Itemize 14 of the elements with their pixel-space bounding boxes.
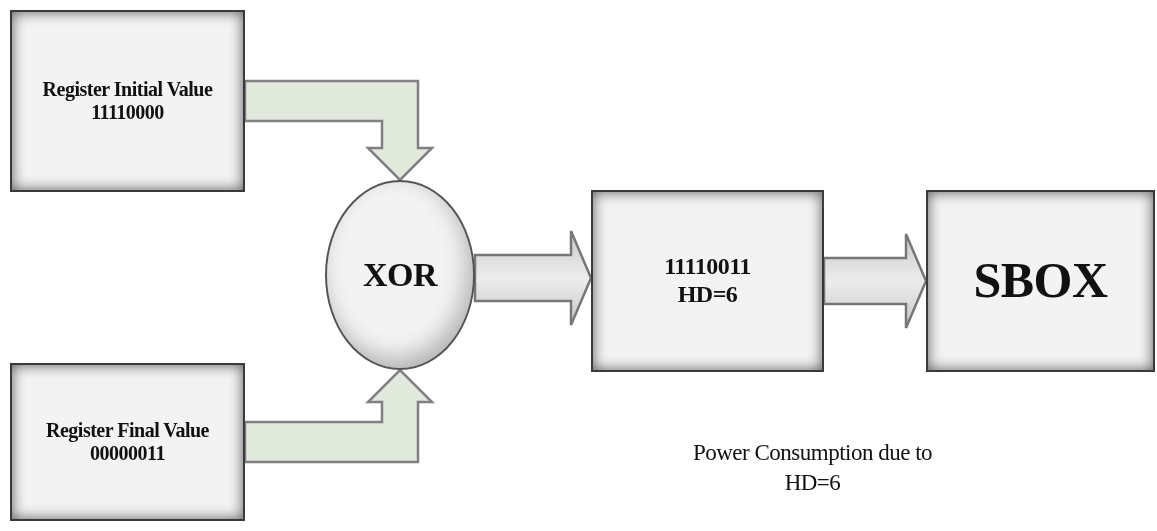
block-arrow (243, 79, 435, 182)
note-text: Power Consumption due to HD=6 (691, 439, 934, 497)
node-label: Register Initial Value 11110000 (41, 78, 214, 124)
block-arrow (243, 368, 435, 464)
process-box (591, 190, 824, 372)
node-label: SBOX (973, 252, 1108, 310)
node-label: XOR (362, 255, 438, 295)
process-box (926, 190, 1155, 372)
block-arrow (473, 229, 593, 327)
process-box (10, 10, 245, 192)
node-label: Register Final Value 00000011 (45, 419, 210, 465)
node-label: 11110011 HD=6 (663, 253, 752, 309)
block-arrow (822, 232, 928, 330)
process-box (10, 363, 245, 521)
